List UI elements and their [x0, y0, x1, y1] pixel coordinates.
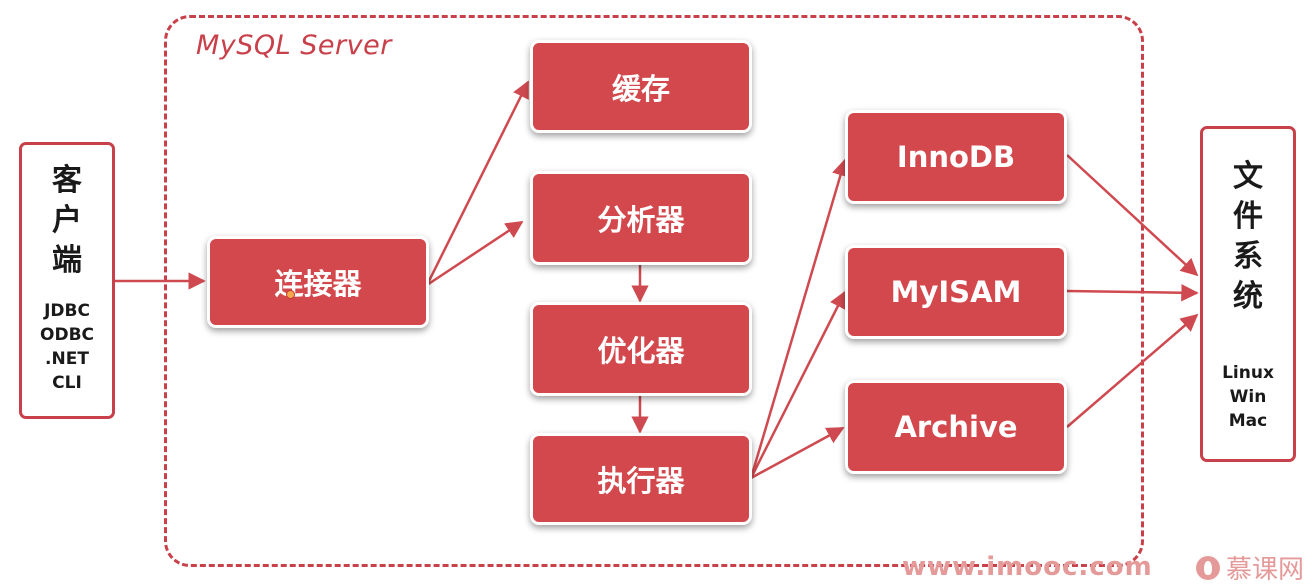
os-item: Win — [1229, 387, 1267, 407]
watermark-brand-text: 慕课网 — [1226, 555, 1305, 585]
filesystem-title-char: 件 — [1233, 199, 1263, 234]
client-title-char: 户 — [52, 203, 82, 238]
connector-box: 连接器 — [207, 236, 429, 328]
watermark-url: www.imooc.com — [902, 552, 1153, 582]
analyzer-box: 分析器 — [530, 171, 752, 265]
imooc-logo-icon — [1196, 555, 1220, 580]
filesystem-title-char: 系 — [1233, 239, 1263, 274]
engine-innodb-box: InnoDB — [845, 110, 1067, 204]
mouse-cursor-marker — [286, 290, 295, 299]
cache-box: 缓存 — [530, 40, 752, 133]
client-protocol-item: CLI — [52, 373, 82, 393]
client-box: 客 户 端 JDBC ODBC .NET CLI — [19, 142, 115, 419]
client-protocol-list: JDBC ODBC .NET CLI — [40, 299, 94, 395]
engine-myisam-box: MyISAM — [845, 245, 1067, 339]
filesystem-box: 文 件 系 统 Linux Win Mac — [1200, 126, 1296, 462]
client-protocol-item: .NET — [45, 349, 89, 369]
watermark-brand: 慕课网 — [1196, 549, 1304, 586]
os-item: Mac — [1228, 411, 1268, 431]
filesystem-title-char: 统 — [1233, 279, 1263, 314]
client-protocol-item: JDBC — [44, 301, 90, 321]
client-title-char: 客 — [52, 163, 82, 198]
executor-box: 执行器 — [530, 433, 752, 525]
optimizer-box: 优化器 — [530, 302, 752, 396]
client-protocol-item: ODBC — [40, 325, 94, 345]
filesystem-title-char: 文 — [1233, 159, 1263, 194]
os-item: Linux — [1222, 363, 1274, 383]
mysql-server-label: MySQL Server — [196, 30, 392, 61]
os-list: Linux Win Mac — [1222, 361, 1274, 433]
engine-archive-box: Archive — [845, 380, 1067, 474]
client-title-char: 端 — [52, 243, 82, 278]
